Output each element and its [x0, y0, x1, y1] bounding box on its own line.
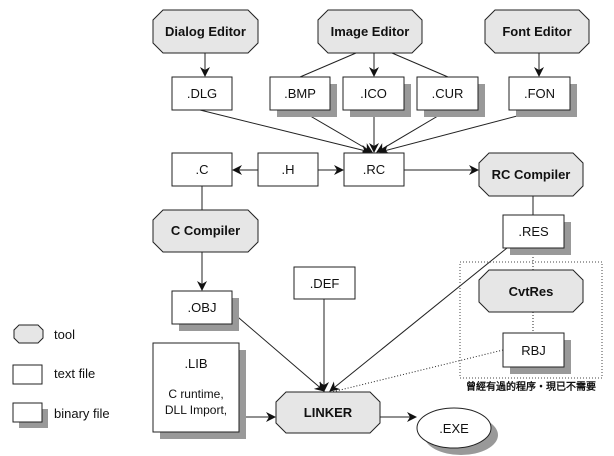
- file-label: .LIB: [184, 356, 207, 371]
- file-def: .DEF: [293, 266, 356, 300]
- file-cur: .CUR: [416, 76, 485, 117]
- tool-linker: LINKER: [275, 391, 381, 434]
- tool-label: C Compiler: [171, 223, 240, 238]
- file-label: .RES: [518, 224, 549, 239]
- edge-fon-to-rc: [379, 109, 541, 155]
- tool-label: Dialog Editor: [165, 24, 246, 39]
- tool-label: Image Editor: [331, 24, 410, 39]
- file-label: .EXE: [439, 421, 469, 436]
- file-rc: .RC: [343, 152, 405, 187]
- file-obj: .OBJ: [171, 290, 239, 331]
- file-lib: .LIB C runtime, DLL Import,: [152, 342, 246, 439]
- legend-label: binary file: [54, 406, 110, 421]
- file-rbj: RBJ: [502, 332, 571, 374]
- file-label: RBJ: [521, 343, 546, 358]
- file-ico: .ICO: [342, 76, 411, 117]
- edge-obj-to-linker: [231, 311, 325, 392]
- tool-dialog-editor: Dialog Editor: [152, 9, 259, 54]
- file-bmp: .BMP: [269, 76, 337, 117]
- output-exe: .EXE: [416, 407, 498, 455]
- file-label: .CUR: [432, 86, 464, 101]
- tool-label: CvtRes: [509, 284, 554, 299]
- file-label: .OBJ: [188, 300, 217, 315]
- legend-text-file: text file: [12, 364, 95, 385]
- tool-rc-compiler: RC Compiler: [478, 152, 584, 197]
- file-label: .C: [196, 162, 209, 177]
- file-label: .DEF: [310, 276, 340, 291]
- lib-detail-line1: C runtime,: [168, 387, 223, 401]
- legend-tool: tool: [13, 324, 75, 344]
- file-label: .H: [282, 162, 295, 177]
- edge-res-to-linker: [329, 247, 508, 392]
- file-label: .FON: [524, 86, 555, 101]
- tool-label: LINKER: [304, 405, 353, 420]
- edge-dlg-to-rc: [199, 109, 371, 155]
- tool-font-editor: Font Editor: [484, 9, 590, 54]
- legend-label: tool: [54, 327, 75, 342]
- tool-cvtres: CvtRes: [478, 269, 584, 313]
- tool-image-editor: Image Editor: [317, 9, 423, 54]
- tool-c-compiler: C Compiler: [152, 209, 259, 253]
- file-h: .H: [257, 152, 319, 187]
- tool-label: Font Editor: [502, 24, 571, 39]
- file-res: .RES: [502, 214, 571, 255]
- legend-binary-file: binary file: [12, 402, 110, 428]
- edge-image-to-cur: [391, 52, 449, 78]
- file-label: .DLG: [187, 86, 217, 101]
- file-fon: .FON: [508, 76, 577, 117]
- lib-detail-line2: DLL Import,: [165, 403, 227, 417]
- edge-image-to-bmp: [299, 52, 357, 78]
- tool-label: RC Compiler: [492, 167, 571, 182]
- legend: tool text file binary file: [12, 324, 110, 428]
- file-label: .RC: [363, 162, 385, 177]
- file-c: .C: [171, 152, 233, 187]
- file-label: .ICO: [360, 86, 387, 101]
- obsolete-note: 曾經有過的程序・現已不需要: [466, 380, 596, 393]
- file-dlg: .DLG: [171, 76, 233, 111]
- edges: [197, 52, 544, 422]
- legend-label: text file: [54, 366, 95, 381]
- file-label: .BMP: [284, 86, 316, 101]
